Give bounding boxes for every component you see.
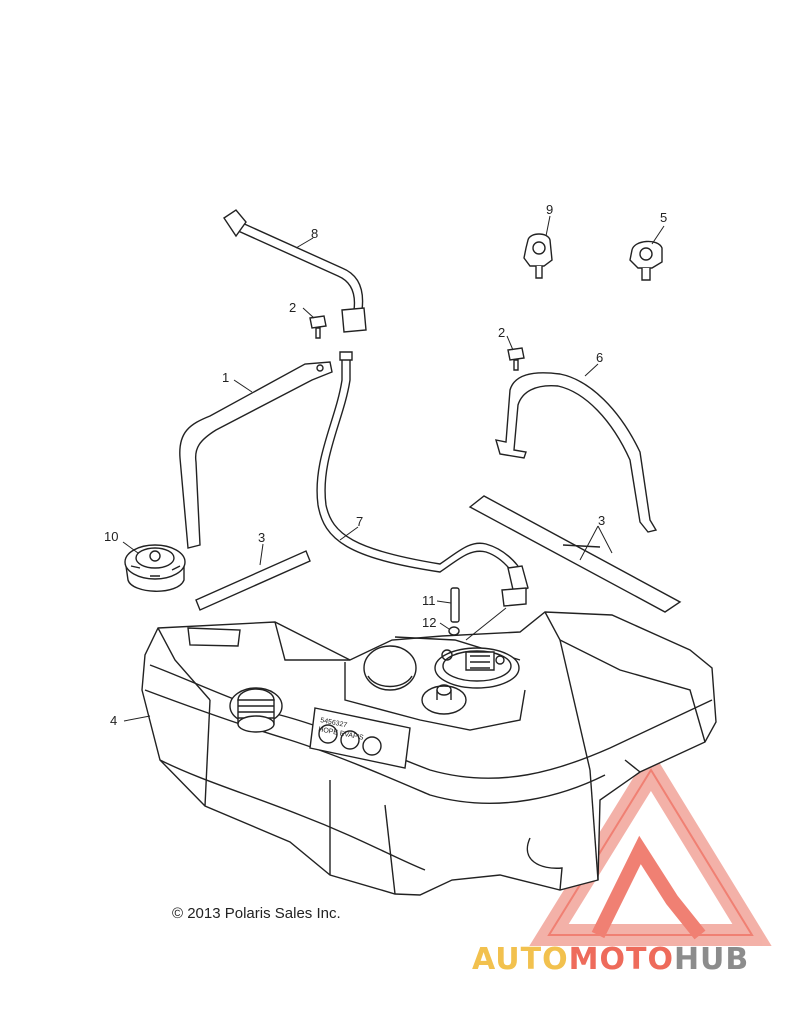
o-ring bbox=[449, 627, 459, 635]
fuel-cap bbox=[125, 545, 185, 591]
leader-lines bbox=[122, 215, 665, 722]
tank-strap-left bbox=[180, 362, 332, 548]
watermark-part-auto: AUTO bbox=[472, 942, 569, 977]
heat-shield-left bbox=[196, 551, 310, 610]
triangle-a-logo-icon bbox=[529, 749, 772, 946]
fuel-line bbox=[317, 352, 528, 606]
callout-2a: 2 bbox=[289, 300, 296, 315]
vent-hose bbox=[224, 210, 366, 332]
callout-5: 5 bbox=[660, 210, 667, 225]
callout-3a: 3 bbox=[258, 530, 265, 545]
fuel-tank bbox=[142, 612, 716, 895]
watermark-part-moto: MOTO bbox=[568, 942, 674, 977]
hose-clip-9 bbox=[524, 234, 552, 278]
tank-strap-right bbox=[496, 373, 656, 532]
callout-9: 9 bbox=[546, 202, 553, 217]
callout-4: 4 bbox=[110, 713, 117, 728]
callout-8: 8 bbox=[311, 226, 318, 241]
watermark-part-hub: HUB bbox=[673, 942, 750, 977]
bolt-right bbox=[508, 348, 524, 370]
copyright-notice: © 2013 Polaris Sales Inc. bbox=[172, 905, 341, 922]
callout-7: 7 bbox=[356, 514, 363, 529]
watermark-brand: AUTOMOTOHUB bbox=[472, 942, 749, 977]
callout-11: 11 bbox=[422, 593, 436, 608]
heat-shield-right bbox=[470, 496, 680, 612]
callout-12: 12 bbox=[422, 615, 436, 630]
callout-6: 6 bbox=[596, 350, 603, 365]
callout-10: 10 bbox=[104, 529, 118, 544]
callout-2b: 2 bbox=[498, 325, 505, 340]
callout-1: 1 bbox=[222, 370, 229, 385]
callout-3b: 3 bbox=[598, 513, 605, 528]
hose-clip-5 bbox=[630, 241, 662, 280]
vent-tube bbox=[451, 588, 459, 622]
bolt-left bbox=[310, 316, 326, 338]
